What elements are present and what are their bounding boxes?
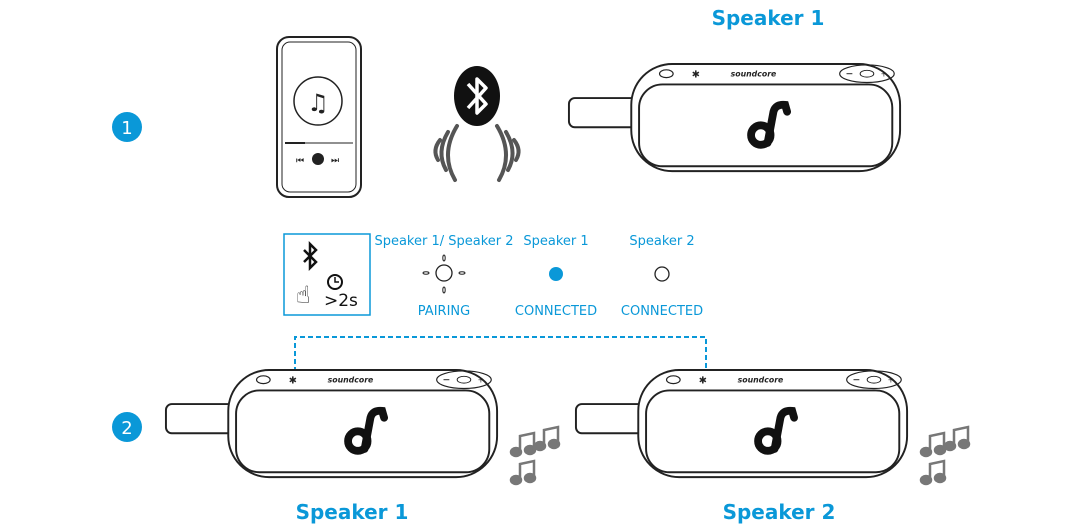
svg-text:>2s: >2s <box>324 291 358 311</box>
music-notes-icon <box>919 425 971 486</box>
speaker-1-illustration <box>569 64 900 171</box>
svg-text:⏮: ⏮ <box>296 156 304 166</box>
svg-text:Speaker 1/ Speaker 2: Speaker 1/ Speaker 2 <box>374 234 513 249</box>
bluetooth-button-hold-instruction: ☝ >2s <box>283 233 371 316</box>
step-1-badge: 1 <box>112 112 142 142</box>
bluetooth-icon <box>454 66 500 126</box>
svg-text:CONNECTED: CONNECTED <box>515 304 597 319</box>
svg-text:PAIRING: PAIRING <box>418 304 470 319</box>
svg-text:Speaker 1: Speaker 1 <box>523 234 588 249</box>
indicator-speaker-2-connected: Speaker 2 CONNECTED <box>621 234 703 319</box>
top-speaker-title: Speaker 1 <box>712 6 825 30</box>
svg-text:⏭: ⏭ <box>331 156 339 166</box>
clock-icon <box>334 277 339 283</box>
bottom-speaker-2-title: Speaker 2 <box>723 500 836 524</box>
svg-text:CONNECTED: CONNECTED <box>621 304 703 319</box>
speaker-2-bottom-illustration <box>576 370 907 477</box>
svg-text:Speaker 2: Speaker 2 <box>629 234 694 249</box>
svg-text:1: 1 <box>121 118 132 139</box>
signal-waves-icon <box>433 124 521 182</box>
step-2-badge: 2 <box>112 412 142 442</box>
indicator-speaker-1-connected: Speaker 1 CONNECTED <box>515 234 597 319</box>
speaker-1-bottom-illustration <box>166 370 497 477</box>
bottom-speaker-1-title: Speaker 1 <box>296 500 409 524</box>
svg-text:2: 2 <box>121 418 132 439</box>
music-notes-icon <box>509 425 561 486</box>
hand-press-icon: ☝ <box>296 281 311 309</box>
indicator-pairing: Speaker 1/ Speaker 2 PAIRING <box>374 234 513 319</box>
phone-illustration: ♫ ⏮ ⏭ <box>276 36 362 198</box>
music-note-icon: ♫ <box>307 89 329 117</box>
